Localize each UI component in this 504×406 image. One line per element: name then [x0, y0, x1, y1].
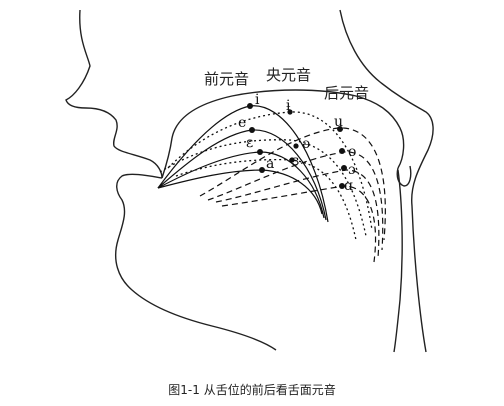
vowel-tongue-position-diagram: 前元音 央元音 后元音 i e ε a ɨ ə ɜ u o ɔ ɑ [65, 9, 434, 353]
pharynx-wall [393, 169, 403, 353]
uvula-outline [396, 165, 412, 187]
tongue-curves-central [159, 111, 373, 241]
vowel-point-reversed-epsilon [289, 157, 295, 163]
vowel-label-barred-i: ɨ [286, 98, 291, 114]
vowel-label-reversed-epsilon: ɜ [292, 153, 299, 169]
vowel-point-e [249, 127, 255, 133]
region-label-back: 后元音 [324, 84, 369, 102]
vowel-label-alpha: ɑ [344, 178, 353, 194]
tongue-curve-a [157, 169, 323, 215]
central-vowels: ɨ ə ɜ [286, 98, 310, 169]
region-label-central: 央元音 [266, 66, 311, 84]
tongue-curves-back [199, 127, 386, 263]
vowel-point-open-o [341, 165, 347, 171]
vowel-point-u [337, 126, 343, 132]
vowel-label-o: o [348, 144, 356, 160]
vowel-point-i [247, 103, 253, 109]
tongue-curve-open-o [215, 169, 380, 259]
vowel-point-alpha [339, 183, 345, 189]
figure-caption: 图1-1 从舌位的前后看舌面元音 [168, 383, 336, 397]
vowel-point-barred-i [287, 109, 293, 115]
region-label-front: 前元音 [204, 70, 249, 88]
face-profile-upper [65, 9, 163, 179]
face-profile-lower [114, 173, 277, 351]
tongue-curve-schwa [159, 139, 367, 237]
vowel-label-open-o: ɔ [348, 162, 356, 178]
front-vowels: i e ε a [238, 92, 274, 173]
vowel-point-epsilon [257, 149, 263, 155]
vowel-label-epsilon: ε [246, 135, 253, 151]
vowel-point-schwa [293, 143, 299, 149]
vowel-label-e: e [238, 115, 246, 131]
vowel-label-u: u [334, 114, 343, 130]
vocal-tract-outline [65, 9, 434, 353]
nasal-cavity-outline [339, 9, 434, 353]
back-vowels: u o ɔ ɑ [334, 114, 356, 194]
vowel-label-schwa: ə [302, 136, 310, 152]
vowel-point-a [259, 167, 265, 173]
vowel-label-i: i [255, 92, 260, 108]
palate-outline [161, 89, 405, 179]
vowel-point-o [339, 148, 345, 154]
vowel-label-a: a [266, 156, 274, 172]
tongue-curve-u [199, 127, 386, 241]
